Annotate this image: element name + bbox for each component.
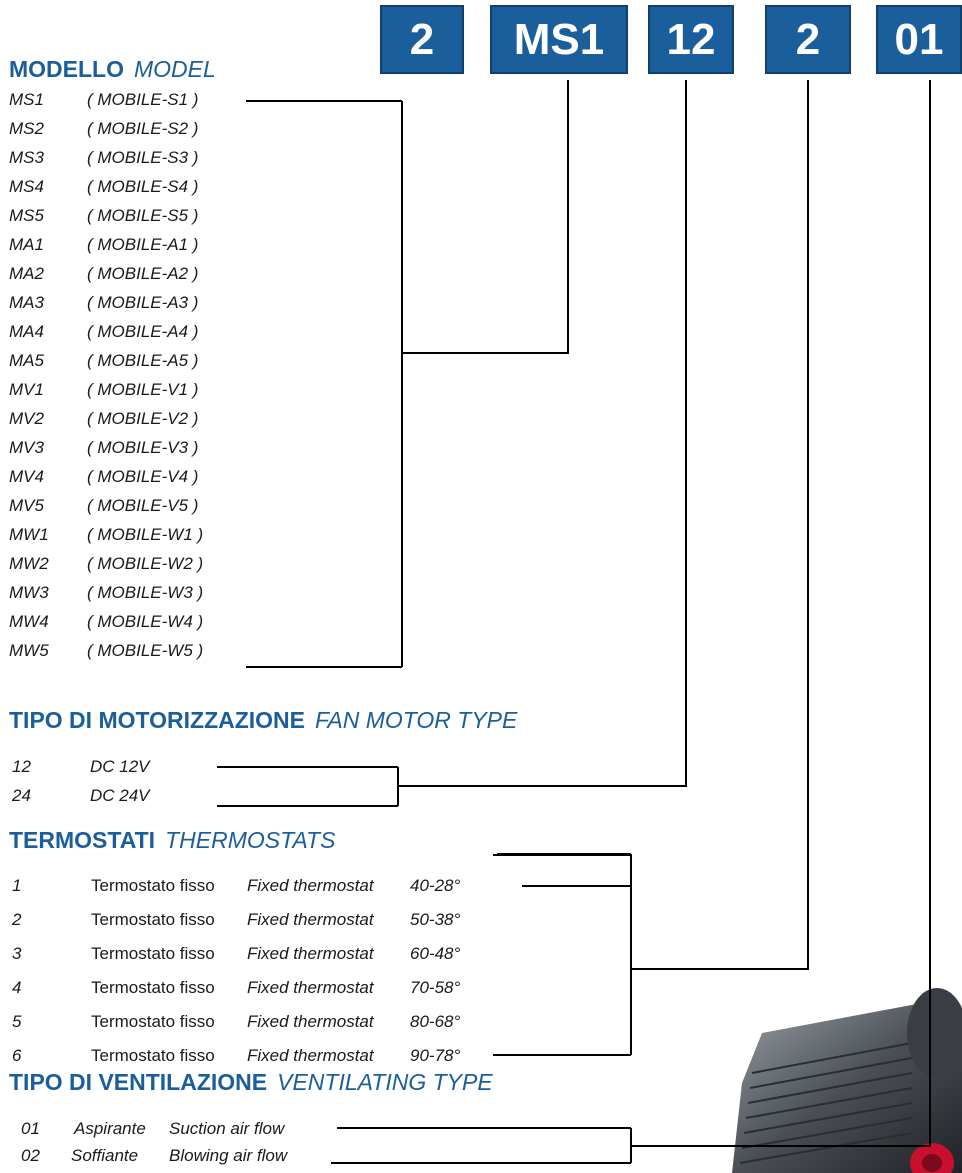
thermostat-label-en: Fixed thermostat <box>247 910 374 929</box>
code-box-motor: 12 <box>648 5 734 74</box>
thermostat-label-it: Termostato fisso <box>91 944 215 963</box>
thermostat-label-en: Fixed thermostat <box>247 1012 374 1031</box>
model-name: ( MOBILE-S2 ) <box>87 119 199 138</box>
model-code: MS3 <box>9 148 44 167</box>
thermostat-label-it: Termostato fisso <box>91 1046 215 1065</box>
thermostat-label-en: Fixed thermostat <box>247 1046 374 1065</box>
ventilation-label-it: Soffiante <box>71 1146 139 1165</box>
model-name: ( MOBILE-S5 ) <box>87 206 199 225</box>
model-code: MW5 <box>9 641 49 660</box>
thermostat-code: 5 <box>12 1012 22 1031</box>
thermostat-code: 6 <box>12 1046 22 1065</box>
code-box-ventilation: 01 <box>876 5 962 74</box>
code-box-quantity: 2 <box>380 5 464 74</box>
product-image <box>732 988 962 1173</box>
model-heading: MODELLO MODEL <box>9 56 216 83</box>
model-name: ( MOBILE-V4 ) <box>87 467 199 486</box>
ventilation-label-it: Aspirante <box>74 1119 146 1138</box>
model-title-it: MODELLO <box>9 56 124 82</box>
model-name: ( MOBILE-V1 ) <box>87 380 199 399</box>
ventilation-title-en: VENTILATING TYPE <box>277 1069 493 1095</box>
thermostat-range: 80-68° <box>410 1012 461 1031</box>
thermostat-label-it: Termostato fisso <box>91 978 215 997</box>
model-name: ( MOBILE-A5 ) <box>87 351 199 370</box>
model-code: MS4 <box>9 177 44 196</box>
ventilation-code: 01 <box>21 1119 40 1138</box>
model-name: ( MOBILE-A3 ) <box>87 293 199 312</box>
model-code: MA2 <box>9 264 44 283</box>
model-code: MW2 <box>9 554 49 573</box>
code-box-model: MS1 <box>490 5 628 74</box>
motor-title-it: TIPO DI MOTORIZZAZIONE <box>9 707 306 733</box>
motor-name: DC 12V <box>90 757 150 776</box>
model-code: MS2 <box>9 119 44 138</box>
model-name: ( MOBILE-A1 ) <box>87 235 199 254</box>
model-code: MA5 <box>9 351 44 370</box>
model-name: ( MOBILE-V5 ) <box>87 496 199 515</box>
thermostat-label-en: Fixed thermostat <box>247 876 374 895</box>
model-code: MS5 <box>9 206 44 225</box>
ventilation-heading: TIPO DI VENTILAZIONE VENTILATING TYPE <box>9 1069 493 1096</box>
thermostat-label-it: Termostato fisso <box>91 876 215 895</box>
model-name: ( MOBILE-A4 ) <box>87 322 199 341</box>
model-name: ( MOBILE-S3 ) <box>87 148 199 167</box>
model-code: MS1 <box>9 90 44 109</box>
model-code: MV2 <box>9 409 44 428</box>
motor-code: 24 <box>12 786 31 805</box>
model-code: MV1 <box>9 380 44 399</box>
thermostat-title-en: THERMOSTATS <box>165 827 336 853</box>
model-name: ( MOBILE-W1 ) <box>87 525 204 544</box>
thermostat-label-it: Termostato fisso <box>91 1012 215 1031</box>
thermostat-range: 40-28° <box>410 876 461 895</box>
ventilation-code: 02 <box>21 1146 40 1165</box>
model-name: ( MOBILE-V3 ) <box>87 438 199 457</box>
thermostat-code: 2 <box>12 910 22 929</box>
model-code: MW3 <box>9 583 49 602</box>
model-name: ( MOBILE-W4 ) <box>87 612 204 631</box>
thermostat-code: 3 <box>12 944 22 963</box>
model-name: ( MOBILE-W5 ) <box>87 641 204 660</box>
code-box-thermostat: 2 <box>765 5 851 74</box>
model-name: ( MOBILE-V2 ) <box>87 409 199 428</box>
model-code: MA4 <box>9 322 44 341</box>
model-name: ( MOBILE-W3 ) <box>87 583 204 602</box>
ventilation-label-en: Blowing air flow <box>169 1146 288 1165</box>
thermostat-label-en: Fixed thermostat <box>247 978 374 997</box>
motor-title-en: FAN MOTOR TYPE <box>315 707 518 733</box>
thermostat-code: 4 <box>12 978 22 997</box>
model-code: MW1 <box>9 525 49 544</box>
thermostat-label-en: Fixed thermostat <box>247 944 374 963</box>
model-name: ( MOBILE-W2 ) <box>87 554 204 573</box>
thermostat-label-it: Termostato fisso <box>91 910 215 929</box>
ventilation-title-it: TIPO DI VENTILAZIONE <box>9 1069 268 1095</box>
thermostat-heading: TERMOSTATI THERMOSTATS <box>9 827 335 854</box>
thermostat-range: 90-78° <box>410 1046 461 1065</box>
model-code: MW4 <box>9 612 49 631</box>
model-code: MV5 <box>9 496 44 515</box>
model-title-en: MODEL <box>134 56 216 82</box>
model-name: ( MOBILE-A2 ) <box>87 264 199 283</box>
model-code: MV3 <box>9 438 44 457</box>
motor-code: 12 <box>12 757 31 776</box>
thermostat-code: 1 <box>12 876 22 895</box>
thermostat-range: 60-48° <box>410 944 461 963</box>
model-name: ( MOBILE-S1 ) <box>87 90 199 109</box>
model-name: ( MOBILE-S4 ) <box>87 177 199 196</box>
model-code: MA3 <box>9 293 44 312</box>
model-code: MV4 <box>9 467 44 486</box>
thermostat-range: 70-58° <box>410 978 461 997</box>
motor-name: DC 24V <box>90 786 150 805</box>
ventilation-label-en: Suction air flow <box>169 1119 285 1138</box>
thermostat-title-it: TERMOSTATI <box>9 827 156 853</box>
thermostat-range: 50-38° <box>410 910 461 929</box>
model-code: MA1 <box>9 235 44 254</box>
motor-heading: TIPO DI MOTORIZZAZIONE FAN MOTOR TYPE <box>9 707 517 734</box>
